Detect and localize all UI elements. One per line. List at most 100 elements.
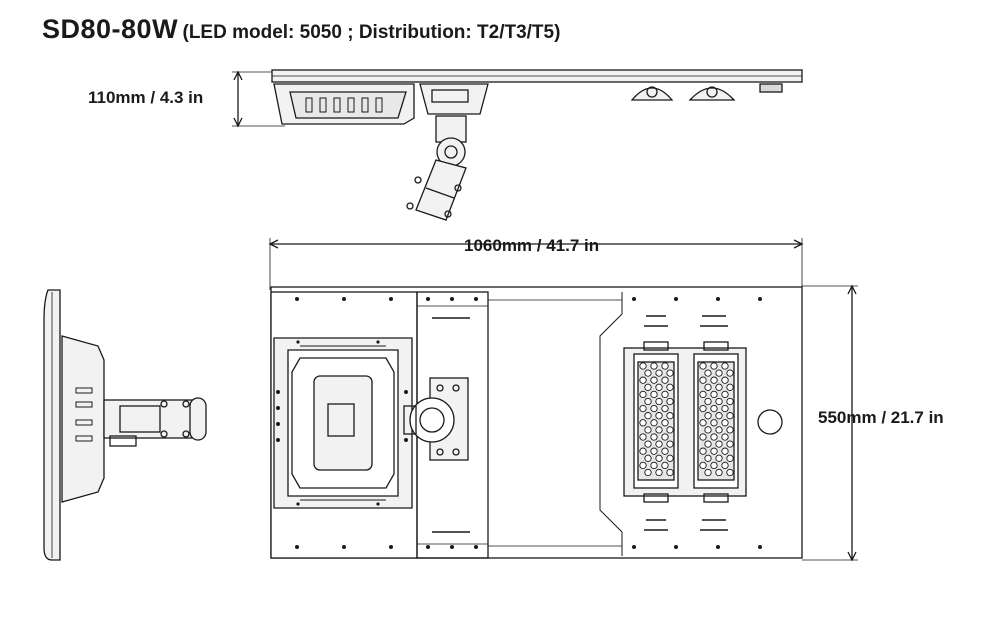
led-lens — [661, 447, 669, 455]
led-lens — [650, 433, 658, 441]
led-lens — [650, 447, 658, 455]
led-lens — [639, 461, 647, 470]
led-lens — [655, 468, 663, 477]
sensor-icon — [757, 409, 783, 435]
led-lens — [655, 454, 663, 462]
led-lens — [715, 412, 723, 420]
led-lens — [639, 404, 647, 413]
led-lens — [726, 468, 734, 477]
led-lens — [666, 397, 674, 406]
led-lens — [644, 369, 652, 377]
led-lens — [715, 440, 723, 448]
led-lens — [710, 390, 718, 399]
led-lens — [721, 447, 729, 455]
led-lens — [644, 454, 652, 462]
led-lens — [666, 369, 674, 377]
led-lens — [650, 404, 658, 413]
led-lens — [661, 376, 669, 384]
led-lens — [699, 419, 707, 427]
led-lens — [721, 419, 729, 427]
led-lens — [639, 433, 647, 441]
led-lens — [721, 404, 729, 413]
led-lens — [644, 426, 652, 434]
led-lens — [666, 383, 674, 391]
top-view — [268, 238, 858, 562]
led-lens — [715, 468, 723, 477]
led-lens — [726, 369, 734, 377]
led-lens — [661, 461, 669, 470]
led-lens — [710, 362, 718, 370]
led-lens — [704, 383, 712, 391]
led-lens — [704, 468, 712, 477]
led-lens — [710, 447, 718, 455]
led-lens — [661, 419, 669, 427]
led-lens — [655, 412, 663, 420]
led-lens — [666, 468, 674, 477]
led-lens — [655, 383, 663, 391]
led-lens — [699, 433, 707, 441]
led-lens — [639, 419, 647, 427]
led-lens — [661, 404, 669, 413]
mounting-arm-side — [415, 159, 467, 221]
led-lens — [639, 362, 647, 370]
led-lens — [726, 397, 734, 406]
led-lens — [699, 404, 707, 413]
model-name: SD80-80W — [42, 14, 179, 44]
led-lens — [726, 440, 734, 448]
length-dimension-label: 1060mm / 41.7 in — [462, 236, 602, 256]
led-lens — [721, 461, 729, 470]
led-lens — [650, 390, 658, 399]
led-lens — [666, 454, 674, 462]
led-lens — [710, 404, 718, 413]
led-lens — [644, 440, 652, 448]
led-lens — [639, 376, 647, 384]
led-lens — [704, 454, 712, 462]
led-lens — [704, 440, 712, 448]
led-lens — [650, 461, 658, 470]
led-lens — [704, 397, 712, 406]
led-lens — [699, 447, 707, 455]
led-lens — [715, 426, 723, 434]
led-lens — [661, 433, 669, 441]
led-lens — [666, 440, 674, 448]
led-lens — [715, 454, 723, 462]
led-lens — [655, 397, 663, 406]
led-lens — [644, 383, 652, 391]
led-lens — [699, 461, 707, 470]
led-lens — [715, 397, 723, 406]
led-lens — [644, 397, 652, 406]
led-lens — [655, 369, 663, 377]
led-lens — [715, 369, 723, 377]
led-lens — [715, 383, 723, 391]
model-spec: (LED model: 5050 ; Distribution: T2/T3/T… — [182, 22, 561, 43]
led-lens — [721, 376, 729, 384]
led-lens — [721, 390, 729, 399]
led-lens — [710, 419, 718, 427]
led-lens — [699, 362, 707, 370]
led-lens — [726, 426, 734, 434]
led-lens — [721, 433, 729, 441]
led-lens — [699, 390, 707, 399]
led-lens — [650, 376, 658, 384]
led-lens — [639, 447, 647, 455]
led-lens — [650, 419, 658, 427]
product-title: SD80-80W (LED model: 5050 ; Distribution… — [42, 14, 560, 45]
led-lens — [644, 468, 652, 477]
end-view — [43, 289, 207, 561]
led-lens — [704, 412, 712, 420]
led-lens — [710, 433, 718, 441]
led-lens — [661, 390, 669, 399]
led-lens — [639, 390, 647, 399]
led-lens — [726, 454, 734, 462]
led-lens — [699, 376, 707, 384]
width-dimension-label: 550mm / 21.7 in — [818, 408, 944, 427]
side-view — [232, 69, 803, 221]
led-lens — [710, 461, 718, 470]
led-lens — [710, 376, 718, 384]
led-lens — [661, 362, 669, 370]
led-lens — [726, 383, 734, 391]
led-lens — [704, 369, 712, 377]
led-lens — [650, 362, 658, 370]
led-lens — [655, 426, 663, 434]
